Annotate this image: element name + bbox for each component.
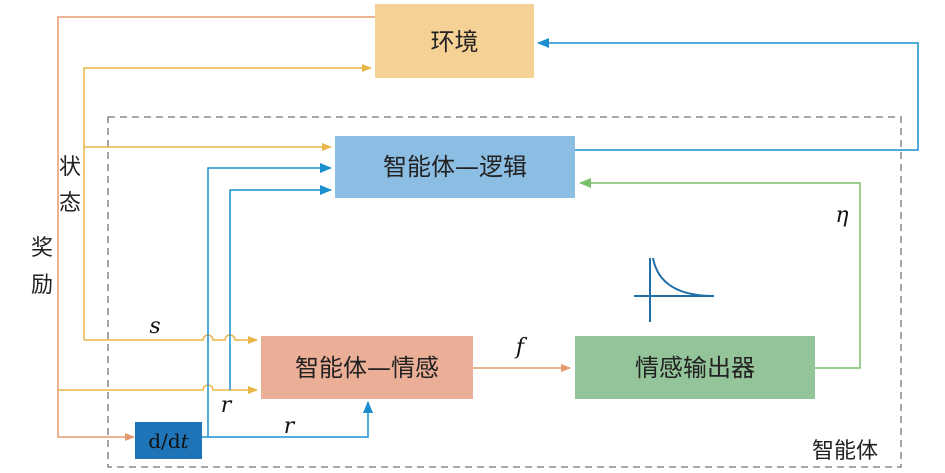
derivative-label: d/dt: [148, 429, 189, 453]
emotion-label: 智能体—情感: [295, 354, 439, 382]
emotion-box: 智能体—情感: [261, 336, 473, 399]
reward-rate-to-logic-line-1: [207, 163, 332, 437]
agent-label: 智能体: [812, 439, 878, 464]
environment-label: 环境: [431, 28, 479, 56]
state-to-emotion-line: [84, 334, 258, 344]
logic-box: 智能体—逻辑: [335, 136, 575, 198]
reward-rate-to-emotion-line: [202, 401, 373, 438]
reward-label-2: 励: [31, 273, 53, 298]
decay-curve-icon: [634, 257, 715, 322]
r-label-bottom: r: [284, 414, 296, 439]
reward-line: [57, 16, 375, 441]
reward-to-logic-line-2: [229, 185, 332, 390]
f-label: f: [514, 335, 528, 360]
emotion-output-label: 情感输出器: [635, 354, 755, 382]
environment-box: 环境: [375, 4, 534, 78]
eta-feedback-line: [579, 178, 861, 369]
state-to-environment-line: [83, 64, 372, 340]
emotion-output-box: 情感输出器: [575, 336, 815, 399]
logic-to-environment-line: [537, 38, 919, 151]
reward-to-emotion-line: [58, 384, 258, 394]
reward-label-1: 奖: [31, 236, 53, 261]
state-label-2: 态: [59, 191, 81, 216]
state-label-1: 状: [59, 155, 81, 180]
derivative-box: d/dt: [135, 422, 202, 459]
agent-boundary: [107, 116, 902, 468]
r-label-lower: r: [221, 393, 233, 418]
s-label: s: [149, 314, 160, 339]
logic-label: 智能体—逻辑: [383, 153, 527, 181]
eta-label: η: [835, 203, 848, 228]
